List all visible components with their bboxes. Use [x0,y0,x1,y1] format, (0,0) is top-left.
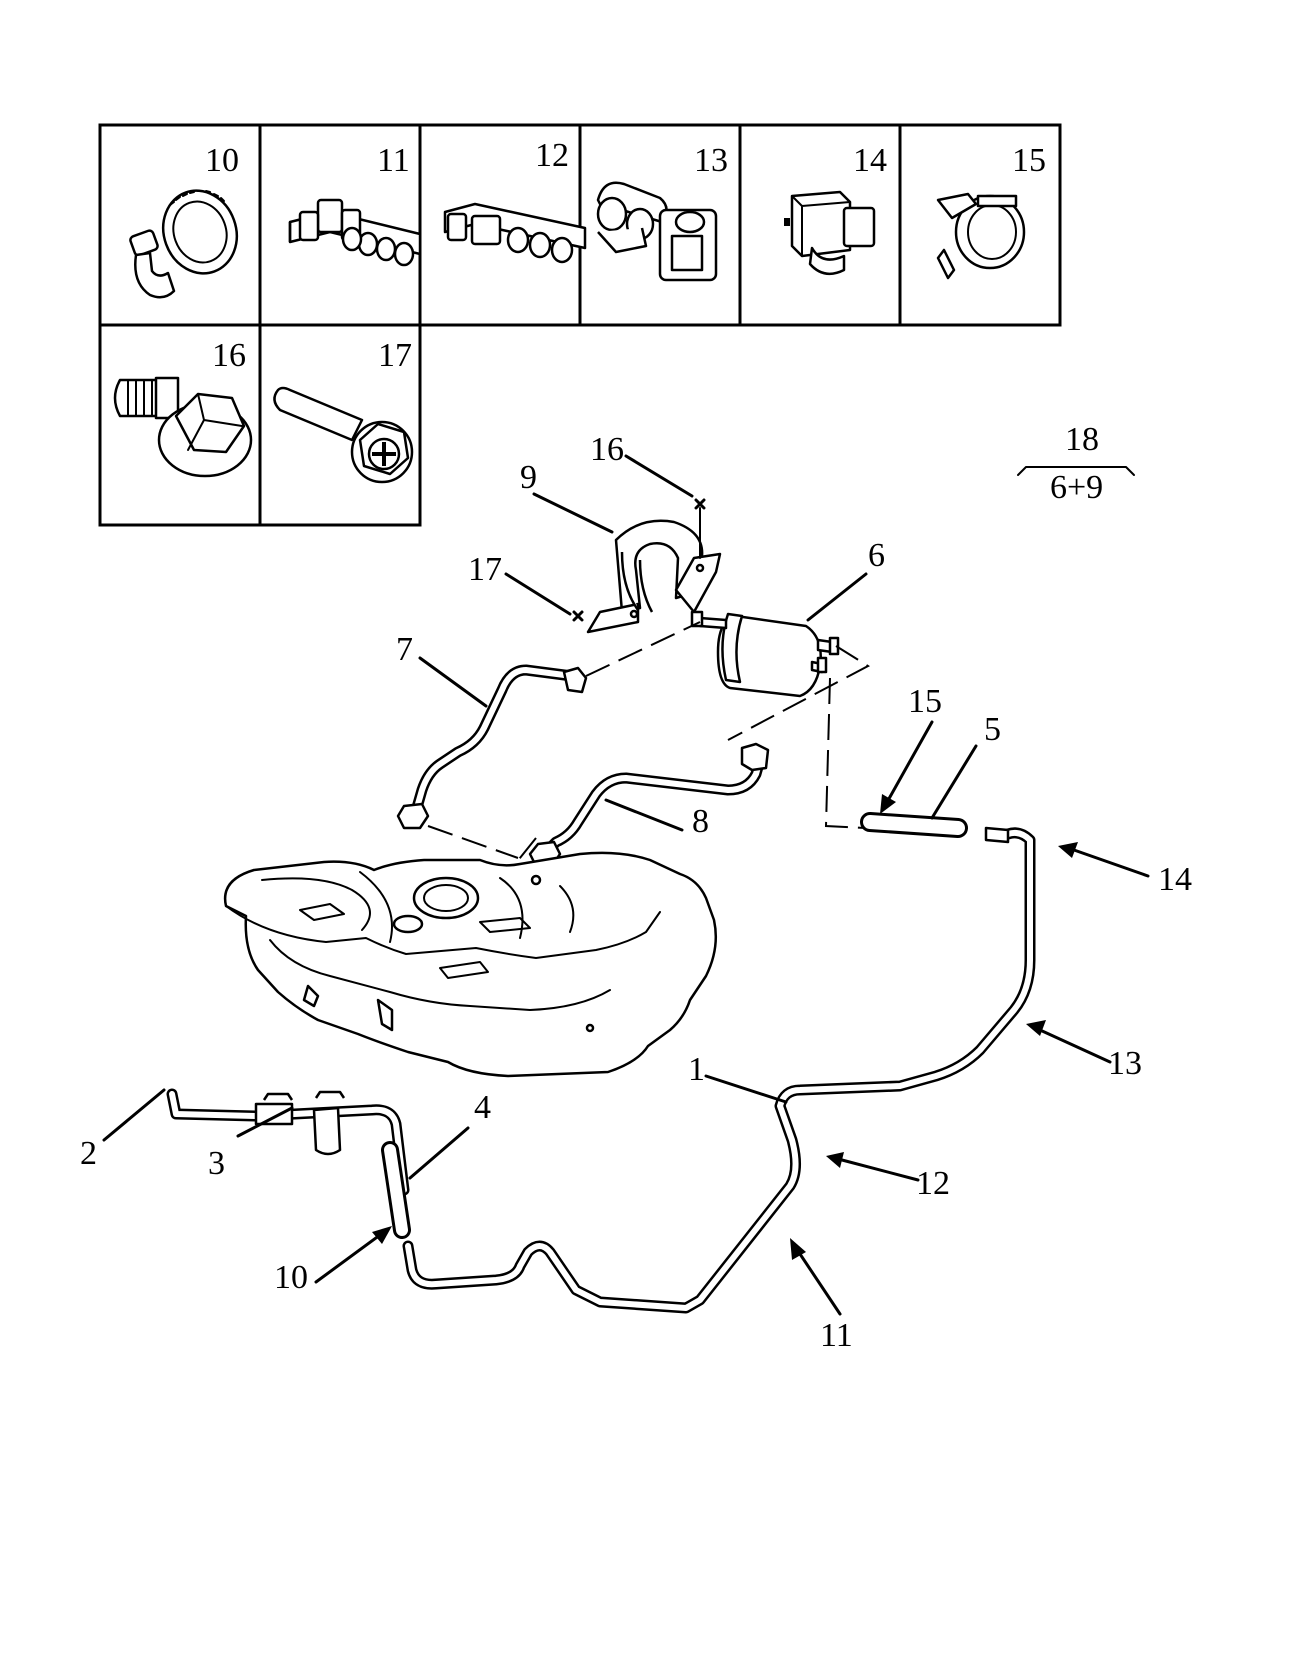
legend-box-14-label: 14 [853,142,887,179]
callout-1: 1 [688,1051,705,1088]
spring-clamp-icon [936,192,1026,280]
callout-3: 3 [208,1145,225,1182]
legend-grid: 10 11 12 [98,123,1062,527]
kit-note-top: 18 [1065,421,1099,458]
callout-13: 13 [1108,1045,1142,1082]
clip-arrows [314,720,1150,1316]
legend-box-17-label: 17 [378,337,412,374]
hex-flange-bolt-icon [113,376,253,478]
callout-2: 2 [80,1135,97,1172]
callout-12: 12 [916,1165,950,1202]
callout-6: 6 [868,537,885,574]
leader-lines [102,454,978,1180]
fuel-filter-icon [690,610,840,698]
hose-clamp-icon [129,189,239,299]
fuel-pipe-7 [396,664,588,830]
double-pipe-clip-icon [596,181,718,282]
callout-5: 5 [984,711,1001,748]
mounting-tab [312,1106,342,1156]
fuel-hose-5 [860,812,968,838]
legend-box-13-label: 13 [694,142,728,179]
main-fuel-pipe-1 [402,826,1036,1314]
filter-bracket-icon [586,519,722,634]
fastener-marks [572,498,706,622]
legend-box-15-label: 15 [1012,142,1046,179]
pipe-clip-5-icon [443,202,587,264]
callout-11: 11 [820,1317,853,1354]
legend-box-11-label: 11 [377,142,410,179]
callout-7: 7 [396,631,413,668]
pipe-connector-clip-icon [784,190,876,276]
fuel-tank-icon [223,851,717,1078]
callout-17: 17 [468,551,502,588]
kit-note: 18 6+9 [1017,421,1135,506]
legend-box-10-label: 10 [205,142,239,179]
callout-9: 9 [520,459,537,496]
legend-box-16-label: 16 [212,337,246,374]
pipe-clip-4-icon [288,198,422,267]
callout-14: 14 [1158,861,1192,898]
front-fuel-pipe-assembly [166,1088,411,1239]
callout-4: 4 [474,1089,491,1126]
fuel-pipe-8 [528,742,770,868]
callout-15: 15 [908,683,942,720]
callouts: 1 2 3 4 5 6 7 8 9 10 11 12 13 14 15 16 1… [80,431,1192,1354]
legend-box-12-label: 12 [535,137,569,174]
callout-16: 16 [590,431,624,468]
bolt-16-mark [694,498,706,510]
bolt-17-mark [572,610,584,622]
phillips-hex-bolt-icon [273,386,414,484]
callout-8: 8 [692,803,709,840]
pipe-clip-3 [254,1102,294,1126]
callout-10: 10 [274,1259,308,1296]
kit-note-bottom: 6+9 [1050,469,1103,506]
